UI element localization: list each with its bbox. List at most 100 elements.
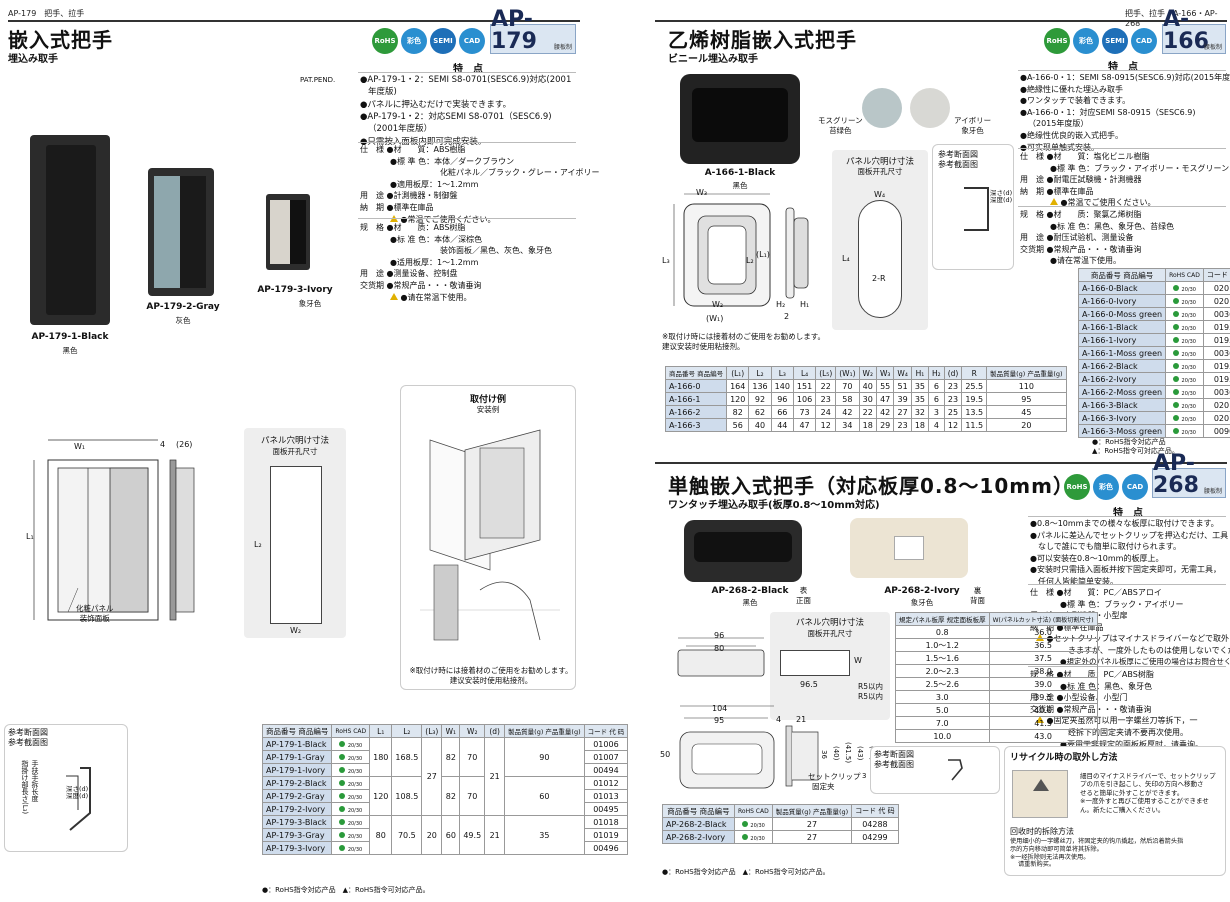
- front-view-drawing: [33, 439, 159, 621]
- dim-w2: W₂: [712, 300, 724, 309]
- product-code-box: AP-179 腰板制: [490, 9, 576, 54]
- ap268-front-drawing: [679, 705, 775, 789]
- section-drawing: [66, 767, 91, 831]
- rohs-legend-left: ●：RoHS指令対応产品 ▲：RoHS指令可対応产品。: [262, 886, 430, 894]
- dim-w3: W₃: [696, 188, 708, 197]
- section-panel: [4, 724, 128, 852]
- table-row: A-166-0-Ivory 20/3002012: [1077, 294, 1230, 308]
- recycle-cn-title: 回收时的拆除方法: [1010, 827, 1074, 836]
- ap268-ivory-label: AP-268-2-Ivory: [884, 586, 960, 596]
- warning-icon: [390, 292, 398, 300]
- recycle-title: リサイクル時の取外し方法: [1010, 753, 1118, 763]
- dim-26: (26): [176, 440, 193, 449]
- ap268-top-drawing: [677, 637, 765, 677]
- ap268-section-title: 参考断面図参考截面图: [874, 750, 914, 770]
- dim-40: (40): [832, 746, 840, 761]
- ap268-title: 単触嵌入式把手（対応板厚0.8〜10mm）: [668, 474, 1074, 498]
- page-header-left: AP-179 把手、拉手: [8, 9, 85, 18]
- page-title: 嵌入式把手: [8, 28, 113, 52]
- table-row: AP-179-3-Ivory: [261, 841, 333, 855]
- product-code: AP-268: [1153, 451, 1199, 498]
- cutout-rect: [270, 466, 322, 624]
- ap268-ivory-image: [850, 518, 968, 578]
- patent-note: PAT.PEND.: [300, 76, 336, 84]
- page-subtitle: 埋込み取手: [8, 54, 58, 65]
- dim-104: 104: [712, 704, 728, 713]
- a166-subtitle: ビニール埋込み取手: [668, 54, 758, 65]
- rohs-badge: RoHS: [372, 28, 398, 54]
- product-label-black: AP-179-1-Black: [31, 332, 109, 342]
- ap268-black-image: [684, 520, 802, 582]
- ap268-cutout-title-cn: 面板开孔尺寸: [807, 629, 853, 638]
- table-row: A-166-1-Black 20/3001953: [1077, 320, 1230, 334]
- ap268-side-drawing: [785, 725, 819, 787]
- cad-badge: CAD: [1131, 28, 1157, 54]
- table-row: A-166-3-Moss green 20/3000902: [1077, 424, 1230, 438]
- table-row: A-166-0-Black 20/3002011: [1077, 281, 1230, 295]
- a166-title: 乙烯树脂嵌入式把手: [668, 28, 857, 52]
- recycle-image: [1012, 770, 1068, 818]
- table-row: A-166-3-Ivory 20/3002014: [1077, 411, 1230, 425]
- a166-side-drawing: [785, 207, 809, 299]
- recycle-cn: 使用细小的一字螺丝刀，将固定夹的钩爪撬起，然后沿着箭头指示的方向移动即可简单将其…: [1010, 838, 1184, 869]
- dim-l4: L₄: [842, 254, 850, 263]
- dim-43: (43): [856, 746, 864, 761]
- product-code-sub: 腰板制: [553, 44, 572, 51]
- section-depth: 深さ(d)深度(d): [66, 785, 89, 801]
- dim-21: 21: [796, 715, 807, 724]
- swatch-ivory: [910, 88, 950, 128]
- color-badge: 彩色: [1093, 474, 1119, 500]
- a166-code-box: A-166 腰板制: [1162, 9, 1226, 54]
- a166-spec-jp: 仕 様 ●材 質：塩化ビニル樹脂●標 準 色：ブラック・アイボリー・モスグリーン…: [1020, 152, 1230, 208]
- cad-badge: CAD: [459, 28, 485, 54]
- ap268-ivory-color: 象牙色: [910, 598, 934, 607]
- ap268-subtitle: ワンタッチ埋込み取手(板厚0.8〜10mm対応): [668, 500, 880, 511]
- a166-spec-cn: 规 格 ●材 质：聚氯乙烯树脂●标 准 色：黑色、象牙色、苔绿色 用 途 ●耐压…: [1020, 210, 1175, 266]
- ap268-black-color: 黑色: [742, 598, 758, 607]
- a166-front-drawing: [673, 193, 771, 307]
- table-row: A-166-3-Black 20/3002013: [1077, 398, 1230, 412]
- dim-l3: L₃: [662, 256, 670, 265]
- table-row: AP-179-2-Ivory: [261, 802, 333, 816]
- section-l3-cn: 手扶手拆长度: [31, 760, 39, 802]
- a166-product-color: 黑色: [732, 181, 748, 190]
- dim-4b: 4: [776, 715, 782, 724]
- dim-h1: H₁: [800, 300, 810, 309]
- dim-l1: (L₁): [756, 250, 770, 259]
- dim-80: 80: [714, 644, 725, 653]
- mount-note: ※取付け時には接着材のご使用をお勧めします。建议安装时使用粘接剂。: [409, 666, 573, 685]
- dim-l2: L₂: [746, 256, 754, 265]
- table-row: AP-179-1-Black: [261, 737, 333, 751]
- a166-product-label: A-166-1-Black: [704, 168, 776, 178]
- spec-jp: 仕 様 ●材 質：ABS樹脂●標 準 色：本体／ダークブラウン 化粧パネル／ブラ…: [360, 145, 600, 224]
- a166-cutout-title: パネル穴明け寸法: [845, 157, 914, 167]
- page-header-right: 把手、拉手 A-166・AP-268: [1125, 9, 1218, 28]
- product-code: AP-179: [491, 7, 537, 54]
- rohs-legend-ap268: ●：RoHS指令対応产品 ▲：RoHS指令可対応产品。: [662, 868, 830, 876]
- table-row: A-166-2-Black 20/3001955: [1077, 359, 1230, 373]
- dim-95: 95: [714, 716, 725, 725]
- ap268-code-box: AP-268 腰板制: [1152, 453, 1226, 498]
- table-row: A-166-0-Moss green 20/3000364: [1077, 307, 1230, 321]
- table-row: AP-179-1-Ivory: [261, 763, 333, 777]
- dim-2r: 2-R: [872, 274, 886, 283]
- product-code: A-166: [1163, 7, 1209, 54]
- ap268-features-heading: 特 点: [1113, 508, 1143, 519]
- table-row: AP-179-2-Black: [261, 776, 333, 790]
- color-badge: 彩色: [401, 28, 427, 54]
- dim-w1: W₁: [74, 442, 86, 451]
- product-label-ivory: AP-179-3-Ivory: [257, 285, 333, 295]
- header-rule: [8, 20, 580, 22]
